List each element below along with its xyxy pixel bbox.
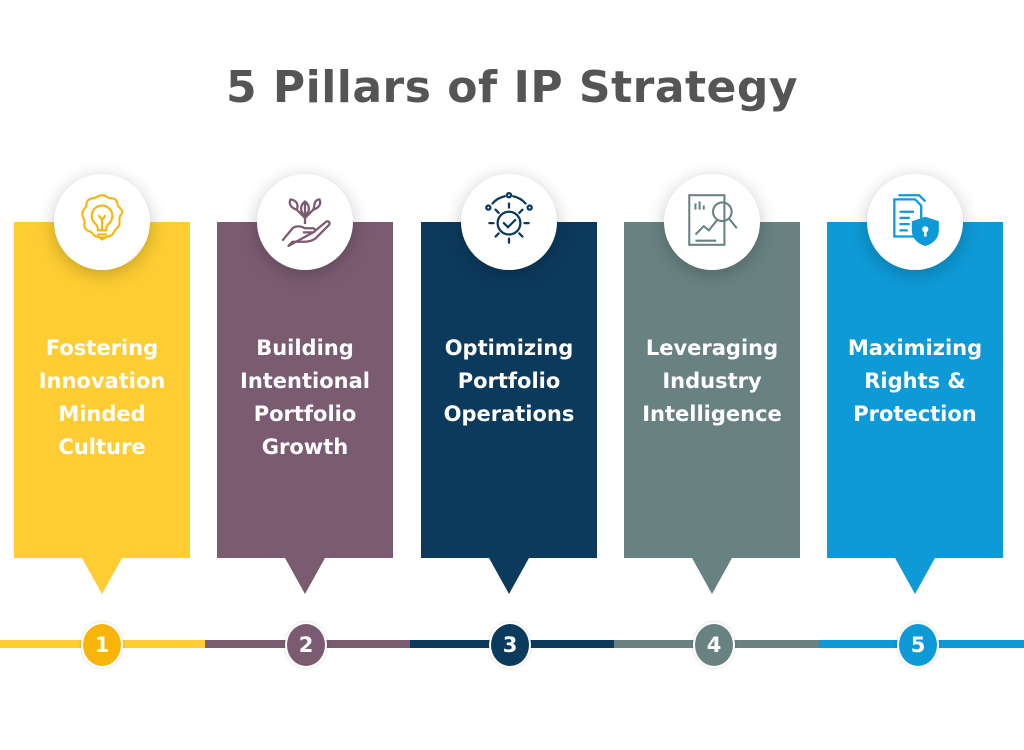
pillar-card-4: Leveraging Industry Intelligence: [624, 174, 800, 594]
icon-badge: [461, 174, 557, 270]
pillar-label: Building Intentional Portfolio Growth: [240, 336, 370, 459]
pillar-card-2: Building Intentional Portfolio Growth: [217, 174, 393, 594]
page-title: 5 Pillars of IP Strategy: [225, 62, 799, 113]
document-shield-icon: [884, 189, 946, 255]
icon-badge: [54, 174, 150, 270]
step-number: 5: [897, 622, 939, 668]
pointer-arrow: [285, 558, 325, 594]
pillar-label: Leveraging Industry Intelligence: [642, 336, 782, 426]
pillar-card-3: Optimizing Portfolio Operations: [421, 174, 597, 594]
step-number: 1: [81, 622, 123, 668]
pointer-arrow: [82, 558, 122, 594]
icon-badge: [257, 174, 353, 270]
step-number: 2: [285, 622, 327, 668]
pillar-card-1: Fostering Innovation Minded Culture: [14, 174, 190, 594]
step-number: 3: [489, 622, 531, 668]
gear-check-icon: [478, 189, 540, 255]
pillar-label: Fostering Innovation Minded Culture: [38, 336, 166, 459]
icon-badge: [867, 174, 963, 270]
report-magnifier-icon: [681, 189, 743, 255]
pillar-label: Maximizing Rights & Protection: [847, 336, 983, 426]
hand-plant-icon: [274, 189, 336, 255]
pointer-arrow: [895, 558, 935, 594]
pillar-card-5: Maximizing Rights & Protection: [827, 174, 1003, 594]
pointer-arrow: [692, 558, 732, 594]
icon-badge: [664, 174, 760, 270]
pointer-arrow: [489, 558, 529, 594]
step-number: 4: [693, 622, 735, 668]
pillar-label: Optimizing Portfolio Operations: [443, 336, 575, 426]
brain-lightbulb-icon: [71, 189, 133, 255]
